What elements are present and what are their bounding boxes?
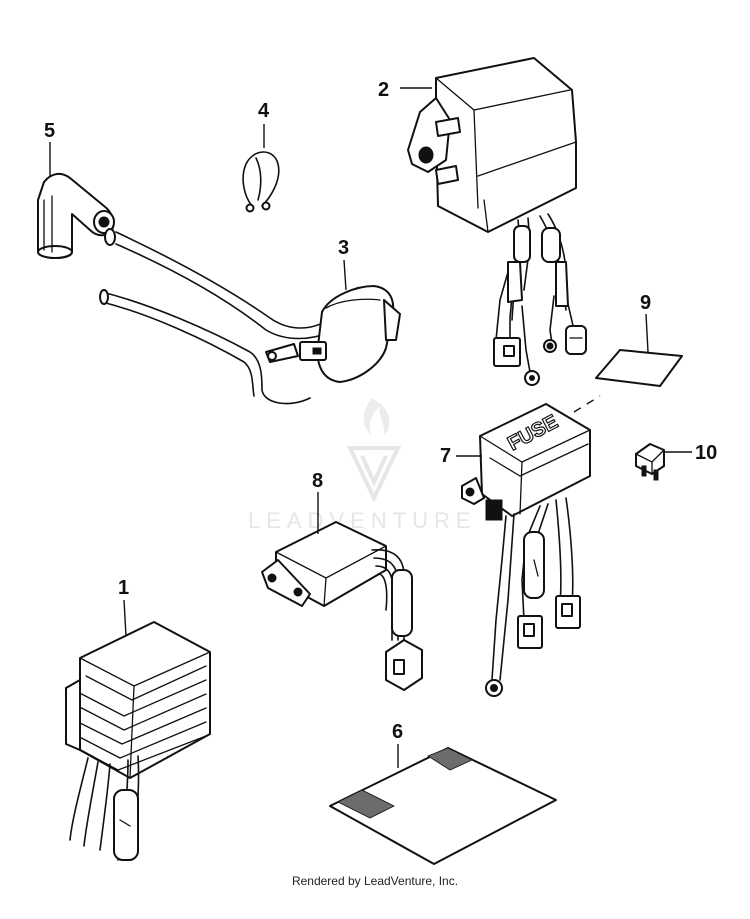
watermark-text: LEADVENTURE xyxy=(248,508,477,533)
v-logo-icon xyxy=(346,446,402,503)
callout-9: 9 xyxy=(640,292,651,314)
part-6-pad[interactable] xyxy=(329,747,557,865)
callout-6: 6 xyxy=(392,721,403,743)
callout-4: 4 xyxy=(258,100,270,122)
part-8-regulator[interactable] xyxy=(261,521,423,691)
part-4-wire-clip[interactable] xyxy=(242,151,280,213)
connector-7-to-9 xyxy=(573,395,601,413)
callout-8: 8 xyxy=(312,470,323,492)
callout-3: 3 xyxy=(338,237,349,259)
callout-numbers: 2 3 4 5 9 7 10 8 1 6 xyxy=(44,79,717,743)
flame-icon xyxy=(363,398,390,436)
part-1-rectifier[interactable] xyxy=(65,621,211,861)
part-7-fuse-box[interactable]: FUSE xyxy=(461,403,591,697)
part-5-spark-plug-cap[interactable] xyxy=(37,172,115,259)
part-3-ignition-coil[interactable] xyxy=(99,228,401,405)
callout-2: 2 xyxy=(378,79,389,101)
footer-credit: Rendered by LeadVenture, Inc. xyxy=(291,874,459,888)
part-2-cdi-unit[interactable] xyxy=(407,57,587,386)
callout-5: 5 xyxy=(44,120,55,142)
leader-lines xyxy=(49,87,692,768)
part-9-label[interactable] xyxy=(595,349,683,387)
callout-10: 10 xyxy=(695,442,717,464)
watermark: LEADVENTURE xyxy=(248,398,477,533)
callout-1: 1 xyxy=(118,577,129,599)
part-10-blade-fuse[interactable] xyxy=(635,443,665,481)
callout-7: 7 xyxy=(440,445,451,467)
